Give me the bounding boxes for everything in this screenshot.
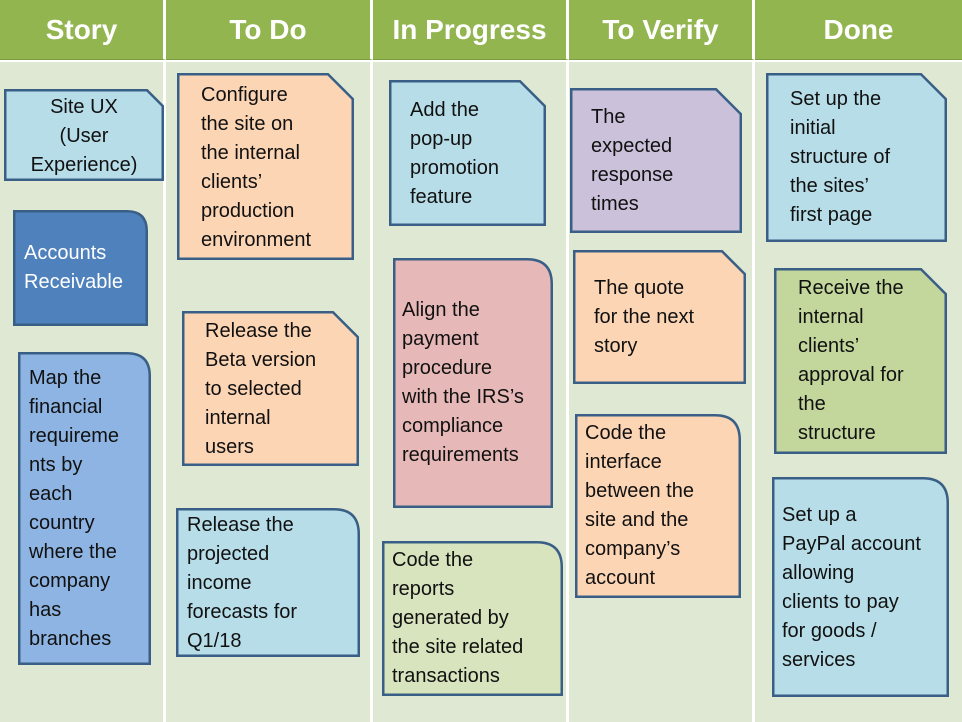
card-shape: [575, 414, 741, 598]
card-outline: [389, 80, 546, 226]
card-quote-next[interactable]: The quote for the next story: [573, 250, 746, 384]
card-setup-structure[interactable]: Set up the initial structure of the site…: [766, 73, 947, 242]
column-header-in-progress: In Progress: [373, 0, 569, 60]
column-header-done: Done: [755, 0, 962, 60]
card-text: Set up the initial structure of the site…: [790, 88, 891, 226]
card-text: The expected response times: [591, 106, 674, 215]
card-shape: [393, 258, 553, 508]
card-text: Receive the internal clients’ approval f…: [798, 277, 904, 444]
card-text: Configure the site on the internal clien…: [201, 84, 312, 251]
card-outline: [13, 210, 148, 326]
card-shape: [18, 352, 151, 665]
card-setup-paypal[interactable]: Set up a PayPal account allowing clients…: [772, 477, 949, 697]
card-outline: [382, 541, 563, 696]
card-align-payment[interactable]: Align the payment procedure with the IRS…: [393, 258, 553, 508]
card-site-ux[interactable]: Site UX (User Experience): [4, 89, 164, 181]
card-shape: [177, 73, 354, 260]
card-shape: [382, 541, 563, 696]
card-outline: [766, 73, 947, 242]
card-release-forecasts[interactable]: Release the projected income forecasts f…: [176, 508, 360, 657]
card-outline: [575, 414, 741, 598]
card-shape: [176, 508, 360, 657]
card-outline: [176, 508, 360, 657]
card-shape: [573, 250, 746, 384]
card-receive-approval[interactable]: Receive the internal clients’ approval f…: [774, 268, 947, 454]
card-outline: [177, 73, 354, 260]
card-outline: [393, 258, 553, 508]
card-outline: [573, 250, 746, 384]
card-outline: [18, 352, 151, 665]
card-code-reports[interactable]: Code the reports generated by the site r…: [382, 541, 563, 696]
card-shape: [766, 73, 947, 242]
card-text: Add the pop-up promotion feature: [410, 99, 499, 208]
card-expected-response[interactable]: The expected response times: [570, 88, 742, 233]
card-shape: [182, 311, 359, 466]
card-text: Accounts Receivable: [24, 242, 123, 293]
card-code-interface[interactable]: Code the interface between the site and …: [575, 414, 741, 598]
card-text: Map the financial requireme nts by each …: [29, 367, 120, 650]
card-shape: [389, 80, 546, 226]
card-outline: [774, 268, 947, 454]
card-outline: [570, 88, 742, 233]
card-text: Site UX (User Experience): [30, 96, 138, 176]
card-shape: [570, 88, 742, 233]
card-outline: [182, 311, 359, 466]
card-map-financial[interactable]: Map the financial requireme nts by each …: [18, 352, 151, 665]
card-shape: [772, 477, 949, 697]
card-shape: [4, 89, 164, 181]
card-release-beta[interactable]: Release the Beta version to selected int…: [182, 311, 359, 466]
column-header-to-do: To Do: [166, 0, 373, 60]
column-header-to-verify: To Verify: [569, 0, 755, 60]
card-text: The quote for the next story: [594, 277, 695, 357]
card-outline: [772, 477, 949, 697]
card-accounts-receivable[interactable]: Accounts Receivable: [13, 210, 148, 326]
card-configure-site[interactable]: Configure the site on the internal clien…: [177, 73, 354, 260]
card-text: Align the payment procedure with the IRS…: [402, 299, 524, 466]
card-text: Code the reports generated by the site r…: [392, 549, 524, 687]
card-text: Release the Beta version to selected int…: [205, 320, 317, 458]
column-header-story: Story: [0, 0, 166, 60]
card-outline: [4, 89, 164, 181]
card-text: Release the projected income forecasts f…: [187, 514, 298, 652]
card-text: Set up a PayPal account allowing clients…: [782, 504, 921, 671]
card-text: Code the interface between the site and …: [585, 422, 694, 589]
card-shape: [13, 210, 148, 326]
card-add-popup[interactable]: Add the pop-up promotion feature: [389, 80, 546, 226]
card-shape: [774, 268, 947, 454]
